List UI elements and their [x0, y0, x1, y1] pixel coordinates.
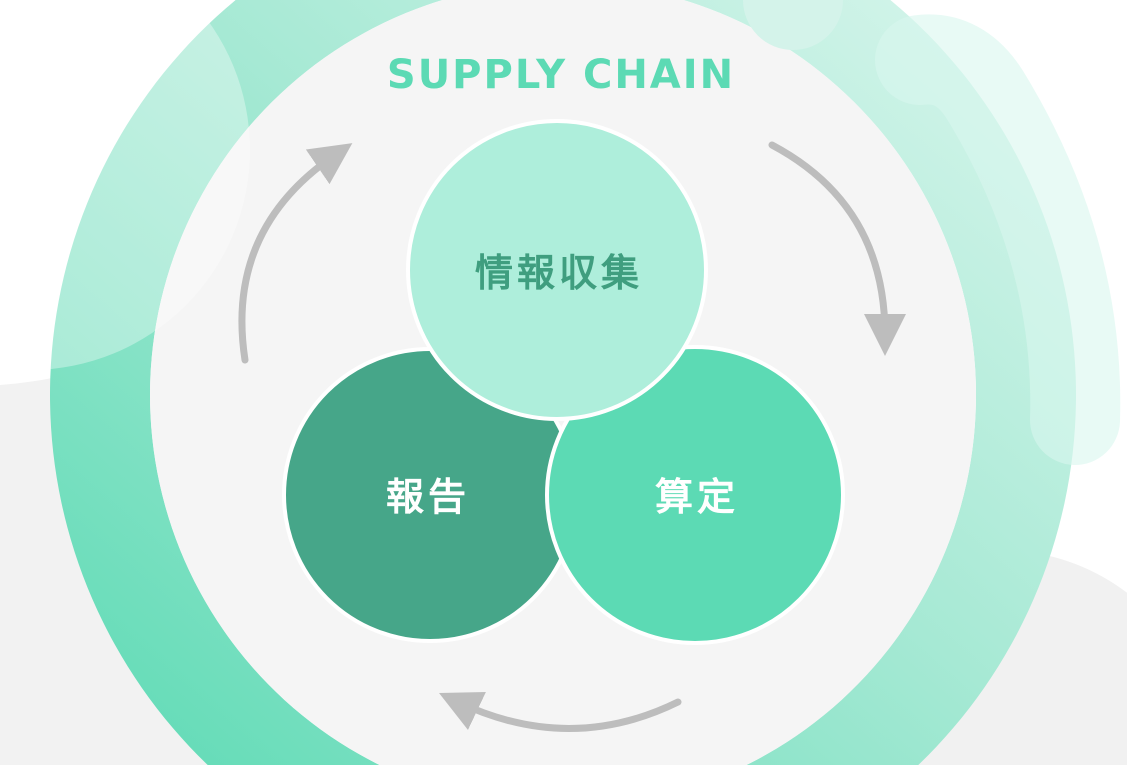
arrow-collect-to-calc — [768, 141, 906, 356]
highlight-circle — [0, 0, 250, 370]
node-information-collection-circle — [406, 119, 708, 421]
arrow-report-to-collect — [238, 143, 353, 364]
arrow-calc-to-report — [439, 691, 682, 732]
node-calculation-circle — [545, 345, 845, 645]
node-calculation-label: 算定 — [655, 475, 739, 519]
node-report-label: 報告 — [386, 475, 470, 519]
diagram-title: SUPPLY CHAIN — [387, 52, 735, 98]
decor-dot — [743, 0, 843, 50]
node-information-collection: 情報収集 — [406, 119, 708, 421]
node-calculation: 算定 — [545, 345, 845, 645]
cycle-ring — [50, 0, 1076, 765]
decor-pill — [875, 14, 1121, 465]
node-information-collection-label: 情報収集 — [475, 251, 643, 295]
